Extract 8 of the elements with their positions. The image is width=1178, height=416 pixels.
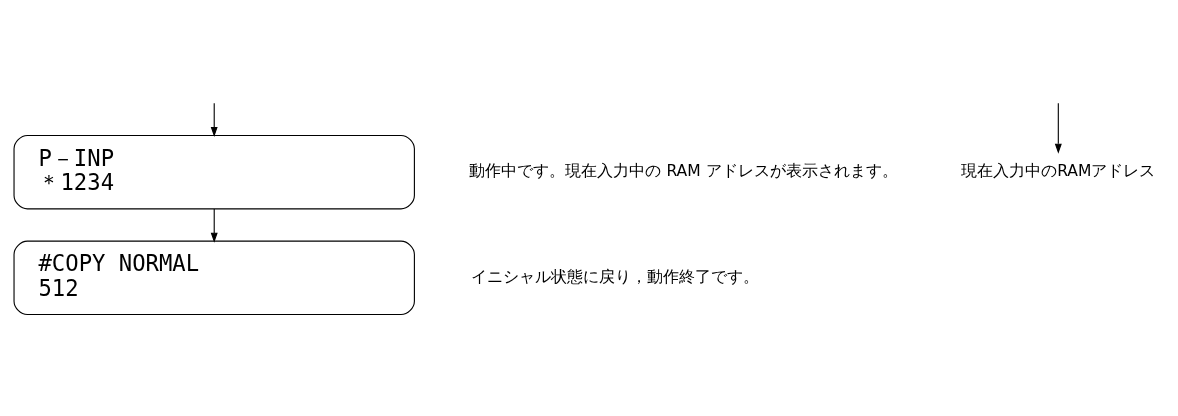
arrow — [1054, 102, 1062, 154]
arrow — [210, 207, 218, 243]
node-box: P－INP ＊1234 — [13, 134, 415, 209]
node-label: イニシャル状態に戻り，動作終了です。 — [470, 267, 759, 286]
node-label: 動作中です。現在入力中の RAM アドレスが表示されます。 — [469, 161, 898, 180]
node-text: 現在入力中のRAMアドレス — [961, 161, 1156, 180]
node-box: #COPY NORMAL 512 — [13, 240, 415, 315]
arrow — [210, 102, 218, 137]
